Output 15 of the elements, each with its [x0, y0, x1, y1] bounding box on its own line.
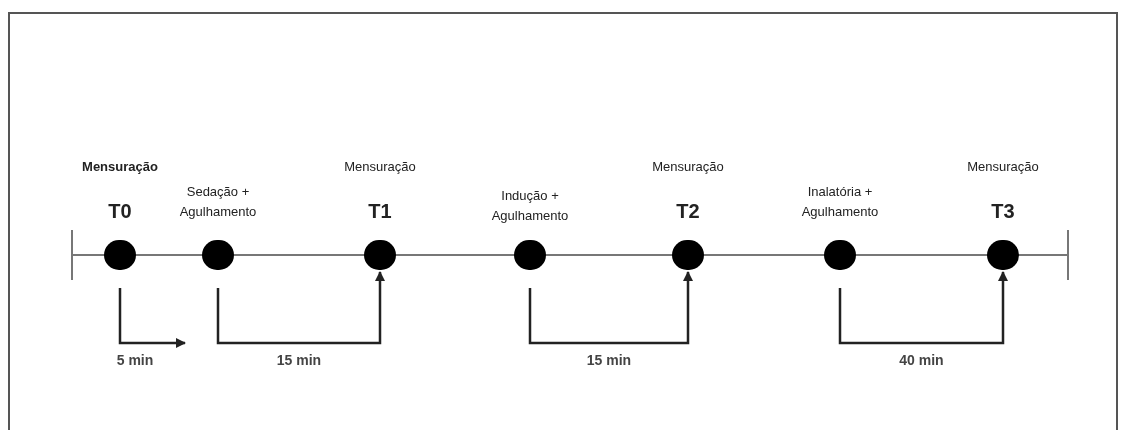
- bracket-arrow: [838, 271, 1008, 345]
- event-label: Mensuração: [81, 157, 159, 176]
- time-point-label: T3: [990, 199, 1016, 224]
- bracket-arrow: [528, 271, 693, 345]
- event-label: Mensuração: [343, 157, 417, 176]
- bracket-arrow: [216, 271, 385, 345]
- event-label: Mensuração: [651, 157, 725, 176]
- event-label: Indução + Agulhamento: [490, 187, 570, 225]
- event-label: Inalatória + Agulhamento: [800, 183, 880, 221]
- bracket-arrow: [118, 288, 186, 348]
- event-label: Mensuração: [966, 157, 1040, 176]
- event-label: Sedação + Agulhamento: [178, 183, 258, 221]
- time-point-label: T0: [107, 199, 133, 224]
- time-point-label: T2: [675, 199, 701, 224]
- time-point-label: T1: [367, 199, 393, 224]
